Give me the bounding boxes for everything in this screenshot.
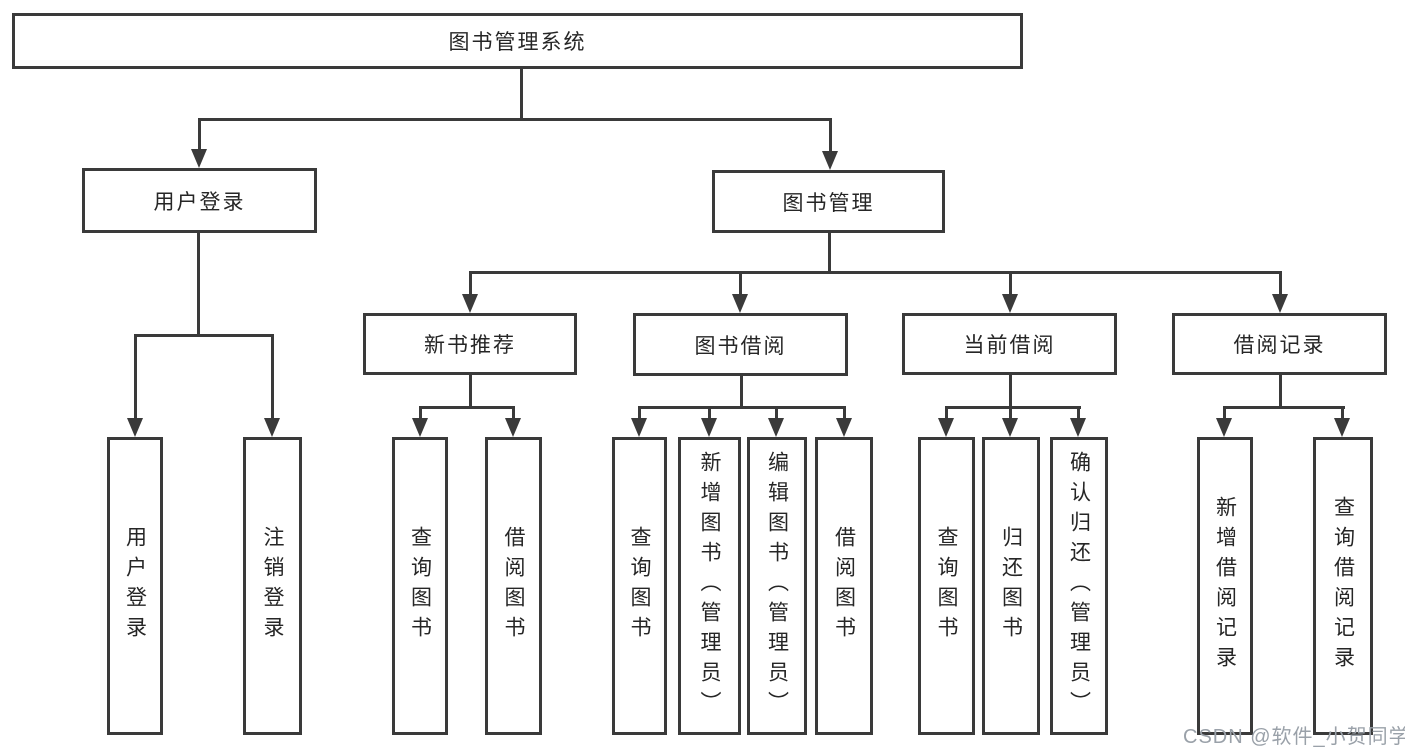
leaf-label: 查询图书 (408, 526, 432, 646)
arrowhead-icon (1002, 418, 1018, 437)
connector-line (775, 406, 778, 422)
leaf-return-books: 归还图书 (982, 437, 1040, 735)
arrowhead-icon (822, 151, 838, 170)
connector-line (469, 271, 1282, 274)
connector-line (740, 375, 743, 409)
node-user-login: 用户登录 (82, 168, 317, 233)
arrowhead-icon (631, 418, 647, 437)
connector-line (739, 271, 742, 298)
leaf-label: 归还图书 (999, 526, 1023, 646)
connector-line (1223, 406, 1226, 422)
leaf-add-books-admin: 新增图书（管理员） (678, 437, 741, 735)
node-book-borrow: 图书借阅 (633, 313, 848, 376)
leaf-borrow-books: 借阅图书 (815, 437, 873, 735)
connector-line (469, 271, 472, 298)
connector-line (638, 406, 846, 409)
connector-line (1223, 406, 1345, 409)
node-book-management: 图书管理 (712, 170, 945, 233)
connector-line (197, 233, 200, 337)
connector-line (512, 406, 515, 422)
connector-line (829, 118, 832, 156)
leaf-add-borrow-record: 新增借阅记录 (1197, 437, 1253, 735)
connector-line (708, 406, 711, 422)
connector-line (1279, 271, 1282, 298)
node-borrow-records: 借阅记录 (1172, 313, 1387, 375)
leaf-label: 注销登录 (261, 526, 284, 646)
leaf-label: 新增借阅记录 (1213, 496, 1237, 676)
arrowhead-icon (732, 294, 748, 313)
connector-line (1279, 375, 1282, 408)
connector-line (469, 375, 472, 409)
arrowhead-icon (1272, 294, 1288, 313)
connector-line (828, 233, 831, 274)
connector-line (843, 406, 846, 422)
connector-line (419, 406, 422, 422)
arrowhead-icon (505, 418, 521, 437)
connector-line (520, 69, 523, 121)
connector-line (1009, 375, 1012, 409)
arrowhead-icon (1070, 418, 1086, 437)
leaf-label: 查询图书 (628, 526, 651, 646)
arrowhead-icon (701, 418, 717, 437)
node-current-borrow: 当前借阅 (902, 313, 1117, 375)
connector-line (945, 406, 948, 422)
connector-line (1341, 406, 1344, 422)
arrowhead-icon (768, 418, 784, 437)
leaf-edit-books-admin: 编辑图书（管理员） (747, 437, 807, 735)
leaf-query-books-borrow: 查询图书 (612, 437, 667, 735)
connector-line (198, 118, 832, 121)
connector-line (419, 406, 515, 409)
leaf-user-login: 用户登录 (107, 437, 163, 735)
arrowhead-icon (1216, 418, 1232, 437)
leaf-label: 借阅图书 (502, 526, 525, 646)
leaf-logout: 注销登录 (243, 437, 302, 735)
arrowhead-icon (264, 418, 280, 437)
connector-line (134, 334, 274, 337)
leaf-query-books-current: 查询图书 (918, 437, 975, 735)
leaf-label: 确认归还（管理员） (1067, 451, 1091, 721)
leaf-confirm-return-admin: 确认归还（管理员） (1050, 437, 1108, 735)
connector-line (945, 406, 1081, 409)
arrowhead-icon (127, 418, 143, 437)
leaf-label: 新增图书（管理员） (698, 451, 721, 721)
leaf-borrow-books-recommend: 借阅图书 (485, 437, 542, 735)
node-book-management-label: 图书管理 (782, 191, 875, 215)
node-user-login-label: 用户登录 (153, 190, 246, 214)
csdn-watermark: CSDN @软件_小贺同学 (1183, 726, 1405, 747)
node-root: 图书管理系统 (12, 13, 1023, 69)
leaf-query-books-recommend: 查询图书 (392, 437, 448, 735)
arrowhead-icon (938, 418, 954, 437)
arrowhead-icon (836, 418, 852, 437)
arrowhead-icon (191, 149, 207, 168)
node-root-label: 图书管理系统 (448, 31, 587, 54)
node-new-book-recommend: 新书推荐 (363, 313, 577, 375)
connector-line (1077, 406, 1080, 422)
arrowhead-icon (1002, 294, 1018, 313)
arrowhead-icon (412, 418, 428, 437)
node-book-borrow-label: 图书借阅 (694, 334, 787, 358)
arrowhead-icon (462, 294, 478, 313)
node-new-book-recommend-label: 新书推荐 (424, 334, 516, 357)
connector-line (271, 334, 274, 422)
leaf-label: 用户登录 (123, 526, 147, 646)
connector-line (134, 334, 137, 422)
node-borrow-records-label: 借阅记录 (1233, 334, 1326, 357)
arrowhead-icon (1334, 418, 1350, 437)
connector-line (1009, 406, 1012, 422)
leaf-query-borrow-record: 查询借阅记录 (1313, 437, 1373, 735)
connector-line (1009, 271, 1012, 298)
connector-line (198, 118, 201, 154)
leaf-label: 查询图书 (935, 526, 958, 646)
leaf-label: 借阅图书 (832, 526, 856, 646)
leaf-label: 编辑图书（管理员） (765, 451, 789, 721)
connector-line (638, 406, 641, 422)
leaf-label: 查询借阅记录 (1331, 496, 1355, 676)
node-current-borrow-label: 当前借阅 (963, 334, 1056, 357)
